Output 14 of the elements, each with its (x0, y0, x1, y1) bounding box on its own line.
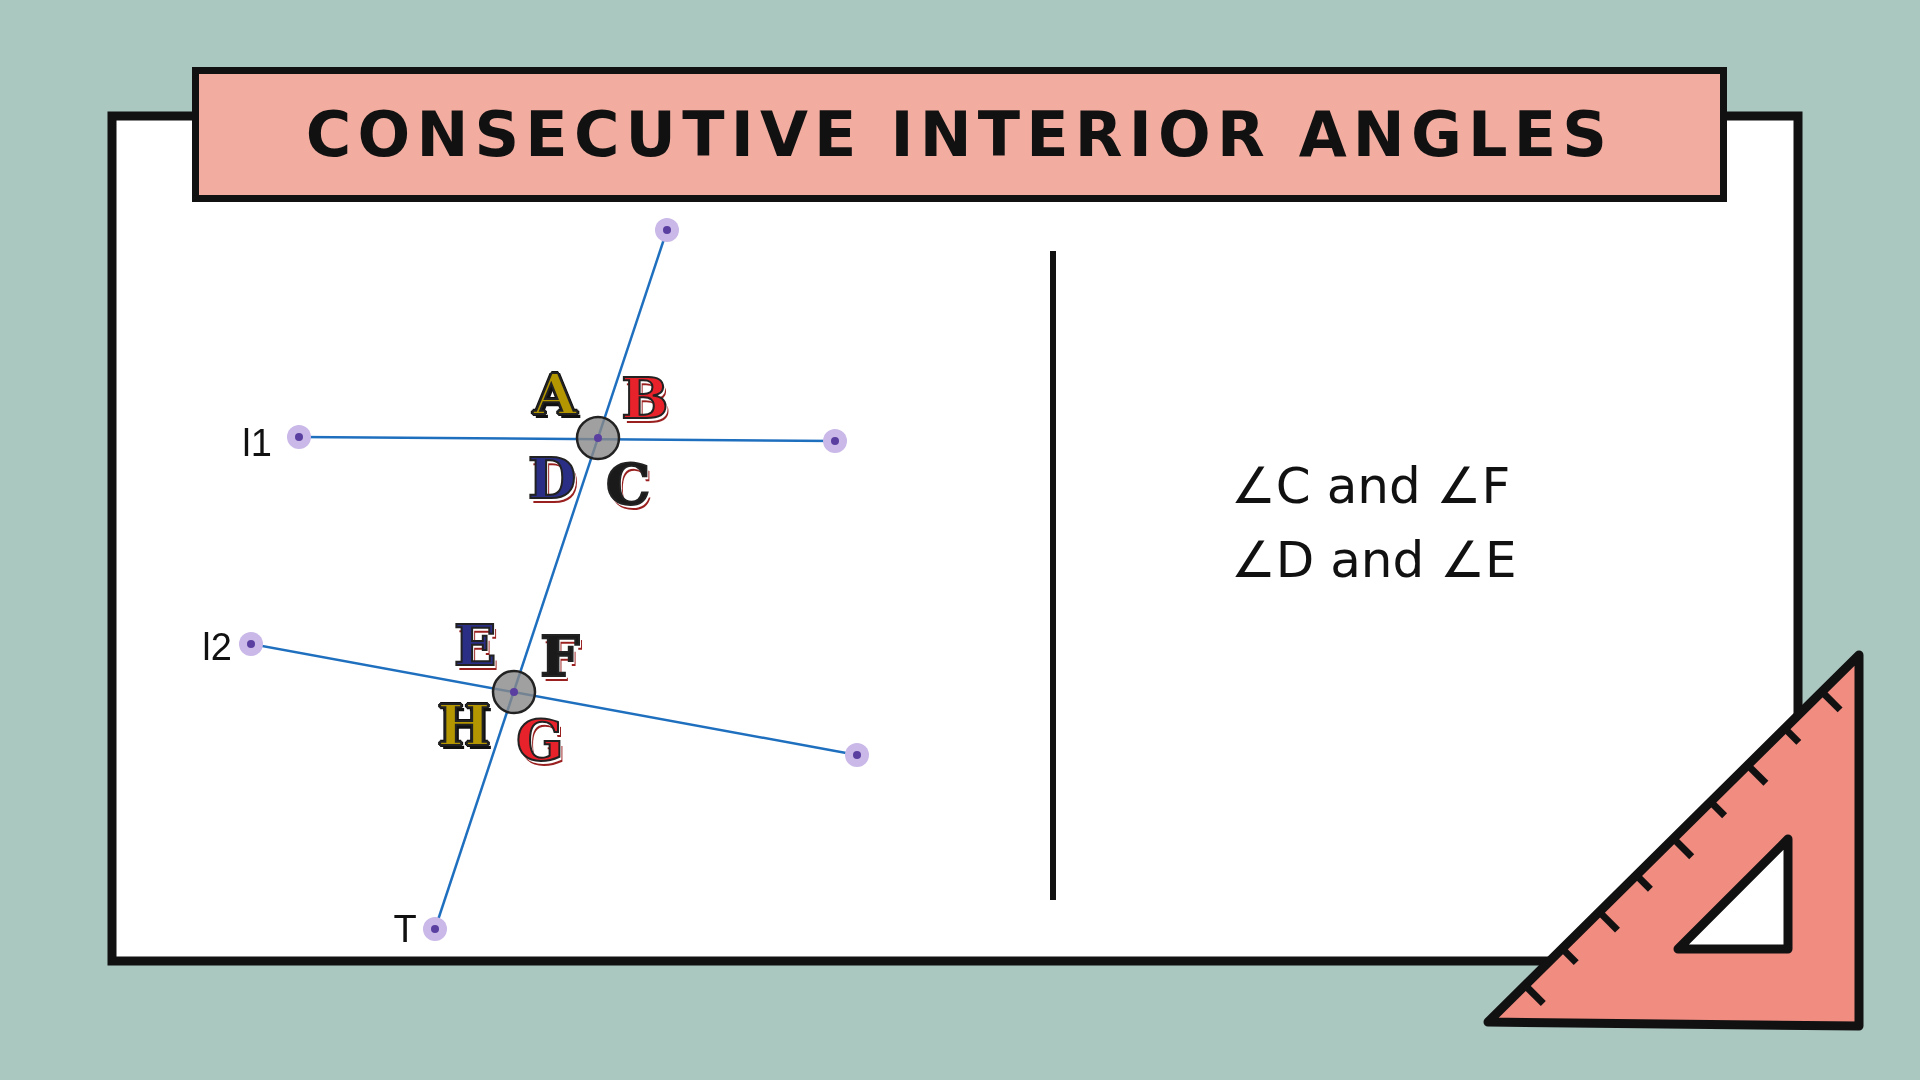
angle-letter: A (533, 366, 577, 422)
angle-pair-text: ∠D and ∠E (1231, 535, 1517, 585)
angle-letter: D (527, 450, 577, 506)
angle-letter: F (540, 628, 580, 684)
line-label: T (393, 910, 417, 948)
line-label: l1 (242, 424, 272, 462)
line-label: l2 (202, 628, 232, 666)
angle-letter: H (437, 697, 491, 753)
angle-letter: B (621, 370, 669, 426)
angle-letter: C (605, 456, 651, 512)
angle-pair-text: ∠C and ∠F (1231, 461, 1511, 511)
title-banner: CONSECUTIVE INTERIOR ANGLES (192, 67, 1727, 202)
angle-letter: G (516, 712, 564, 768)
angle-letter: E (453, 617, 497, 673)
